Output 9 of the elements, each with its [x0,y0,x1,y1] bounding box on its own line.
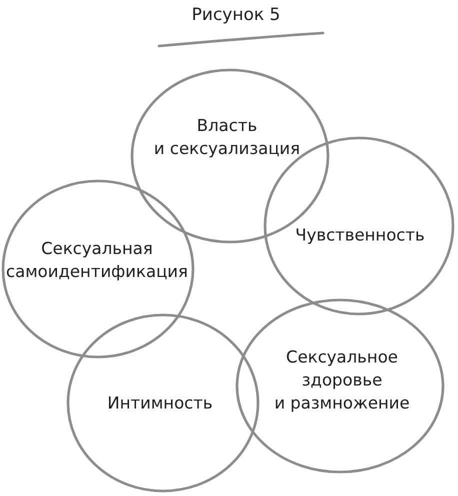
topic-circle [1,179,195,359]
circle-label: Власть и сексуализация [154,115,300,160]
circle-label: Сексуальное здоровье и размножение [274,346,410,414]
circle-label: Чувственность [295,224,425,246]
topic-circle [66,313,260,493]
topic-circle [235,298,445,474]
figure-title: Рисунок 5 [192,4,280,26]
circle-label: Интимность [107,392,213,414]
circle-label: Сексуальная самоидентификация [6,238,188,283]
